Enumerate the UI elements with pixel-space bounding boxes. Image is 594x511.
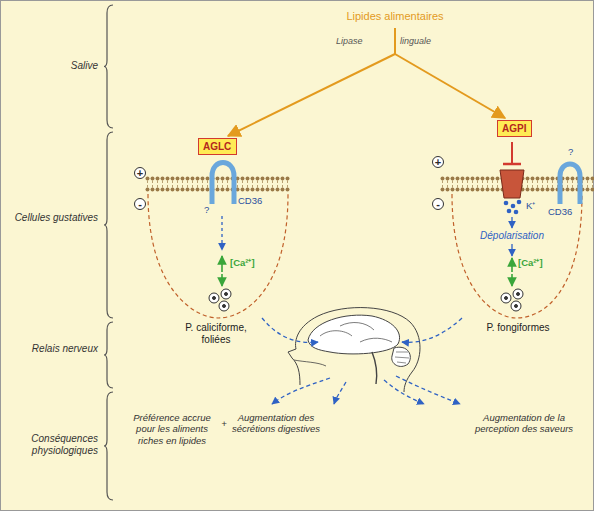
- brace: [104, 392, 113, 500]
- potassium: [504, 200, 522, 215]
- charge-sign: +: [432, 156, 444, 168]
- papilla-label: P. fongiformes: [468, 322, 568, 334]
- brace: [104, 322, 113, 388]
- flow-arrow: [395, 54, 505, 118]
- brace: [104, 5, 113, 500]
- cell-outline: [452, 194, 582, 318]
- receptor-label: CD36: [238, 195, 268, 206]
- cd36-receptor: [212, 163, 234, 205]
- question-mark: ?: [204, 204, 216, 215]
- calcium-label: [Ca²⁺]: [230, 257, 270, 268]
- section-label: Relais nerveux: [8, 343, 98, 355]
- enzyme-label: Lipase: [336, 36, 390, 47]
- node-text: AGPI: [502, 123, 526, 134]
- brace: [104, 5, 113, 128]
- flow-arrow: [228, 54, 395, 136]
- cd36-receptor: [560, 164, 580, 204]
- inhibition: [503, 163, 521, 166]
- nerve-path: [262, 318, 462, 404]
- signal-arrow: [511, 244, 512, 256]
- brace: [104, 132, 113, 318]
- question-mark: ?: [568, 146, 580, 157]
- molecule-box: AGLC: [198, 138, 237, 155]
- vesicles: [209, 289, 231, 311]
- head-section: [288, 308, 420, 392]
- charge-sign: +: [134, 167, 146, 179]
- section-label: Conséquences physiologiques: [8, 433, 98, 457]
- calcium-label: [Ca²⁺]: [518, 257, 558, 268]
- calcium-arrow: [221, 256, 223, 272]
- charge-sign: -: [432, 198, 444, 210]
- vesicles: [501, 289, 523, 311]
- section-label: Cellules gustatives: [8, 212, 98, 224]
- section-label: Salive: [8, 60, 98, 72]
- calcium-arrow: [511, 274, 513, 286]
- consequence-text: Préférence accrue pour les aliments rich…: [126, 412, 218, 446]
- cell-outline: [148, 194, 288, 318]
- node-text: AGLC: [203, 141, 231, 152]
- receptor-label: CD36: [548, 206, 582, 217]
- plus-sign: +: [219, 418, 229, 429]
- charge-sign: -: [134, 198, 146, 210]
- signal-arrow: [511, 217, 512, 228]
- consequence-text: Augmentation de la perception des saveur…: [466, 412, 582, 435]
- split-line: [394, 28, 396, 54]
- enzyme-label: linguale: [400, 36, 460, 47]
- calcium-arrow: [511, 258, 513, 272]
- papilla-label: P. caliciforme, foliées: [170, 322, 262, 346]
- process-label: Dépolarisation: [462, 230, 562, 242]
- title-label: Lipides alimentaires: [325, 10, 465, 23]
- calcium-arrow: [221, 274, 223, 286]
- channel: [500, 170, 524, 198]
- consequence-text: Augmentation des sécrétions digestives: [230, 412, 322, 435]
- ion-label: K⁺: [526, 200, 546, 211]
- signal-arrow: [221, 216, 222, 250]
- inhibition: [511, 142, 513, 164]
- membrane: [145, 176, 290, 192]
- molecule-box: AGPI: [497, 120, 532, 137]
